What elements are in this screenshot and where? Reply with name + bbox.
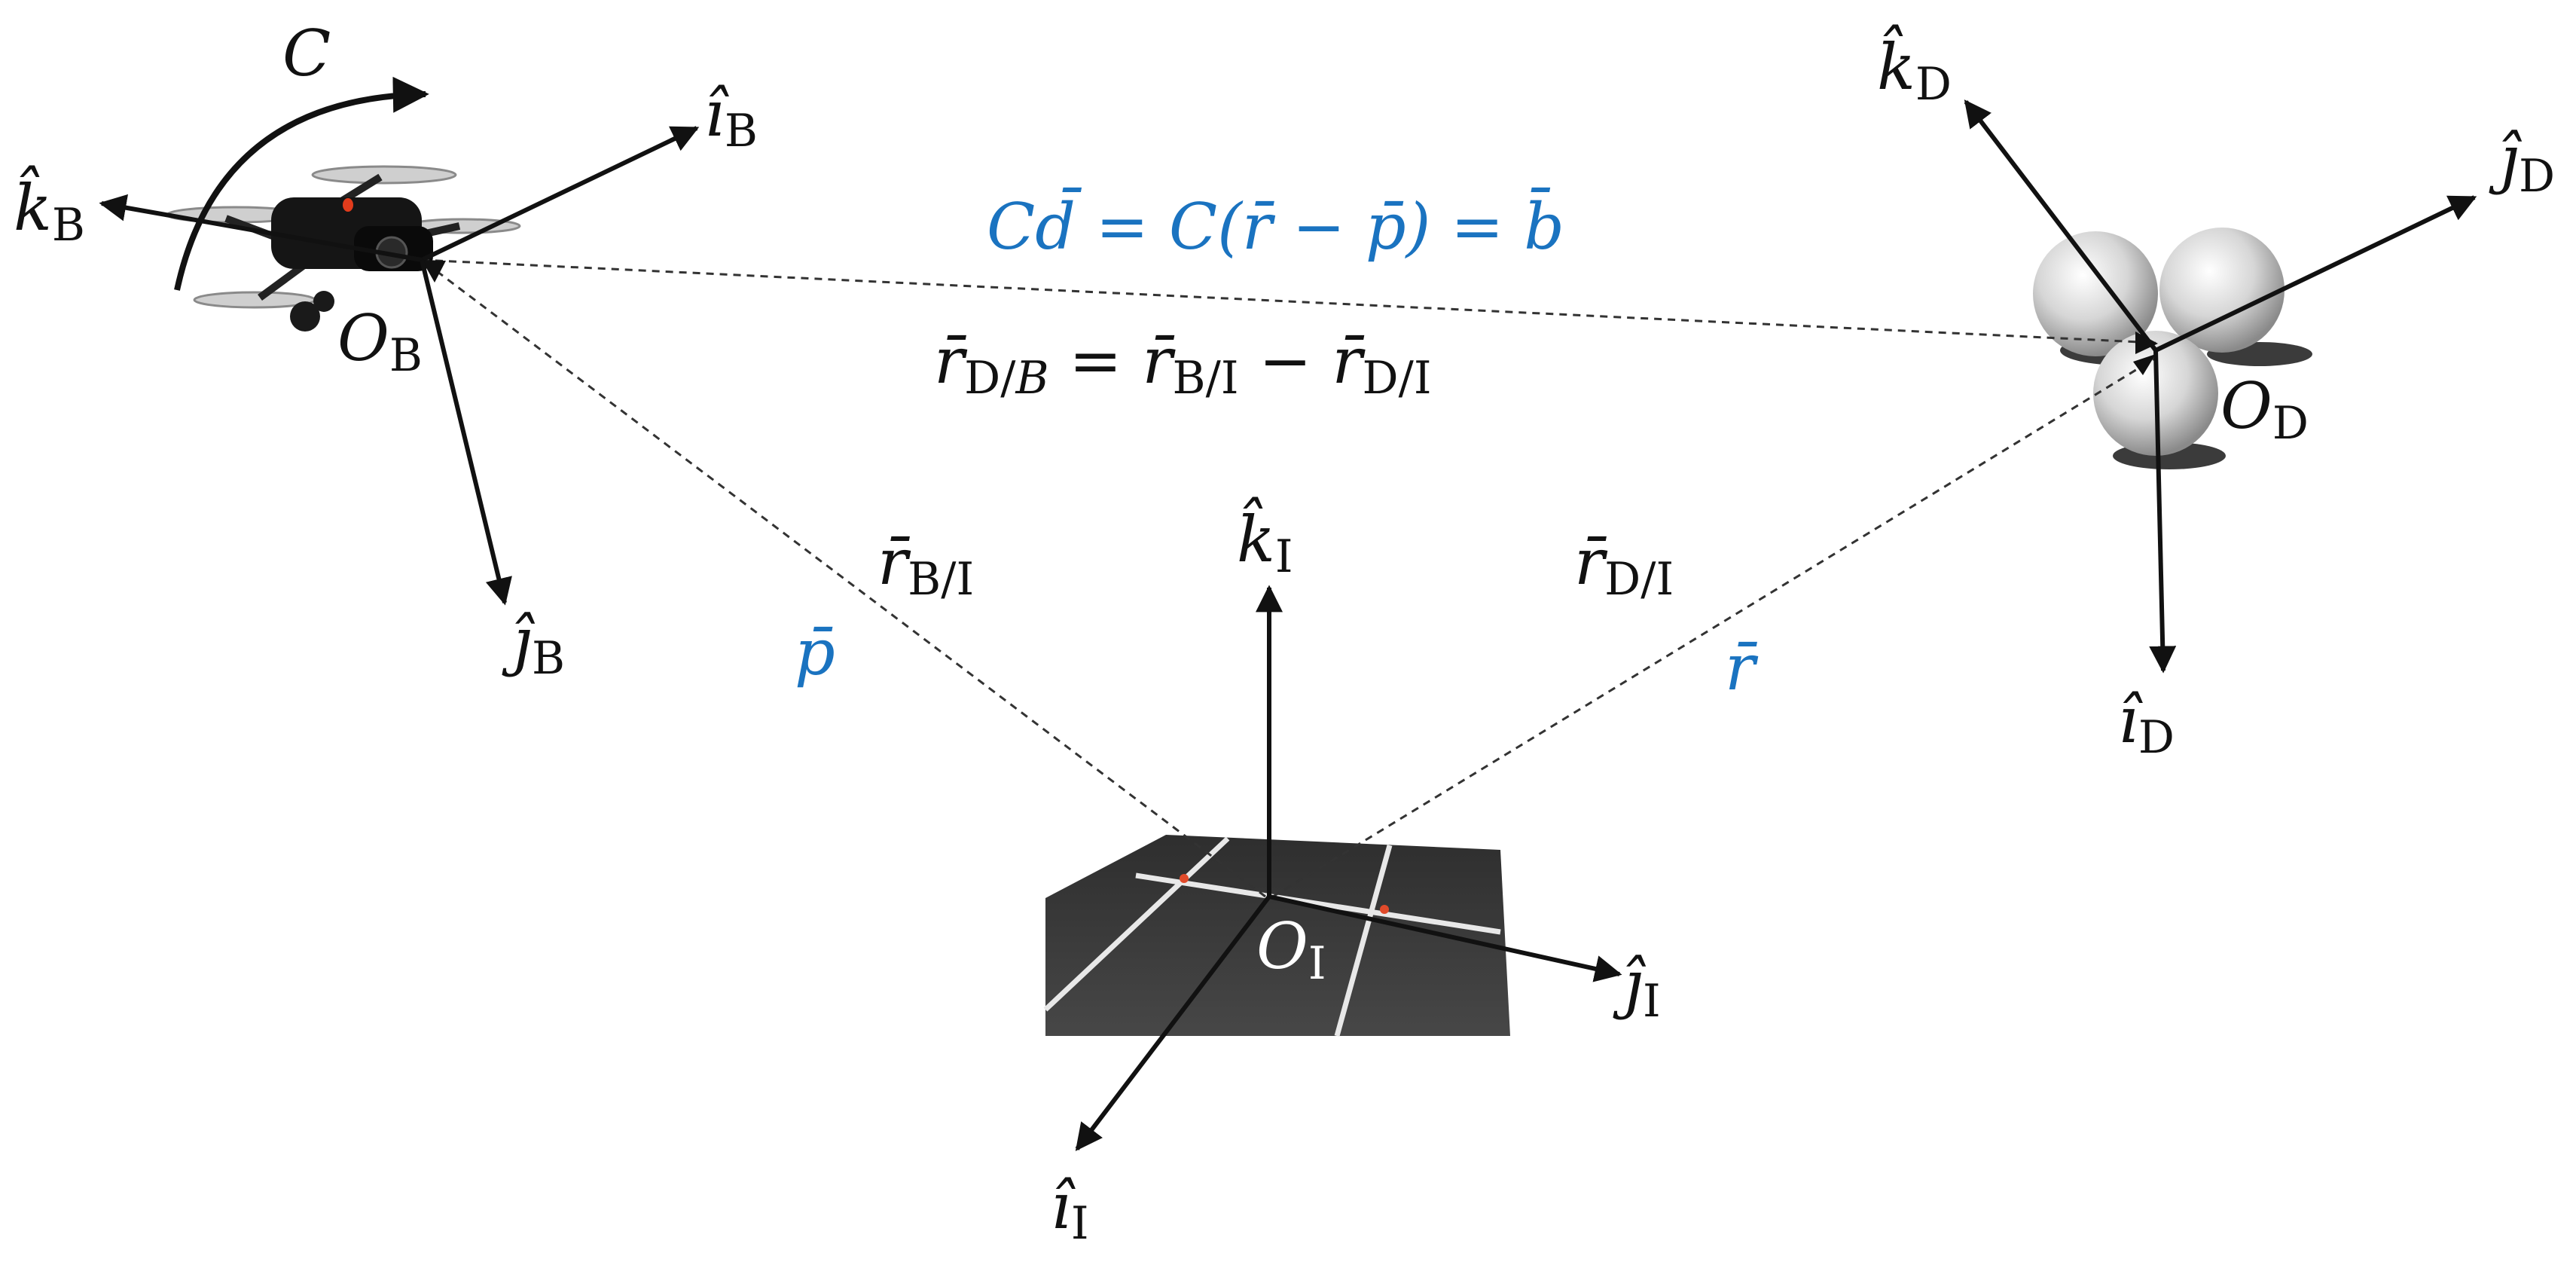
inertial-i-label: îI	[1051, 1169, 1089, 1250]
blue-equation: Cd̄ = C(r̄ − p̄) = b̄	[987, 187, 1564, 264]
body-k-axis-arrow	[99, 194, 423, 262]
docking-j-label: ĵD	[2489, 122, 2555, 203]
docking-i-label: îD	[2118, 683, 2175, 764]
r-label: r̄	[1725, 631, 1759, 704]
body-i-label: îB	[704, 77, 758, 157]
body-j-axis-arrow	[420, 259, 512, 606]
black-equation: r̄D/B = r̄B/I − r̄D/I	[934, 324, 1432, 405]
body-origin-label: OB	[337, 301, 423, 382]
docking-j-axis-arrow	[2154, 195, 2477, 353]
body-k-label: k̂B	[14, 165, 85, 252]
rotation-label: C	[282, 17, 331, 90]
inertial-k-label: k̂I	[1237, 497, 1293, 583]
p-label: p̄	[795, 616, 835, 689]
body-i-axis-arrow	[420, 126, 700, 262]
dashed-line-B-to-D	[421, 258, 2156, 344]
inertial-j-axis-arrow	[1268, 894, 1622, 982]
body-j-label: ĵB	[502, 604, 565, 685]
inertial-origin-label: OI	[1256, 909, 1326, 990]
quadcopter-icon	[166, 165, 521, 332]
inertial-j-label: ĵI	[1613, 947, 1661, 1028]
inertial-i-axis-arrow	[1075, 895, 1271, 1151]
docking-k-axis-arrow	[1964, 99, 2158, 352]
r-D-I-label: r̄D/I	[1574, 525, 1674, 606]
docking-i-axis-arrow	[2149, 350, 2177, 674]
docking-k-label: k̂D	[1877, 24, 1952, 111]
dashed-line-I-to-D	[1272, 356, 2156, 898]
r-B-I-label: r̄B/I	[877, 525, 974, 606]
floor-tile-icon	[1043, 835, 1510, 1037]
docking-origin-label: OD	[2220, 369, 2309, 450]
marker-spheres-icon	[2033, 228, 2312, 469]
rotation-arc-C	[174, 76, 429, 291]
